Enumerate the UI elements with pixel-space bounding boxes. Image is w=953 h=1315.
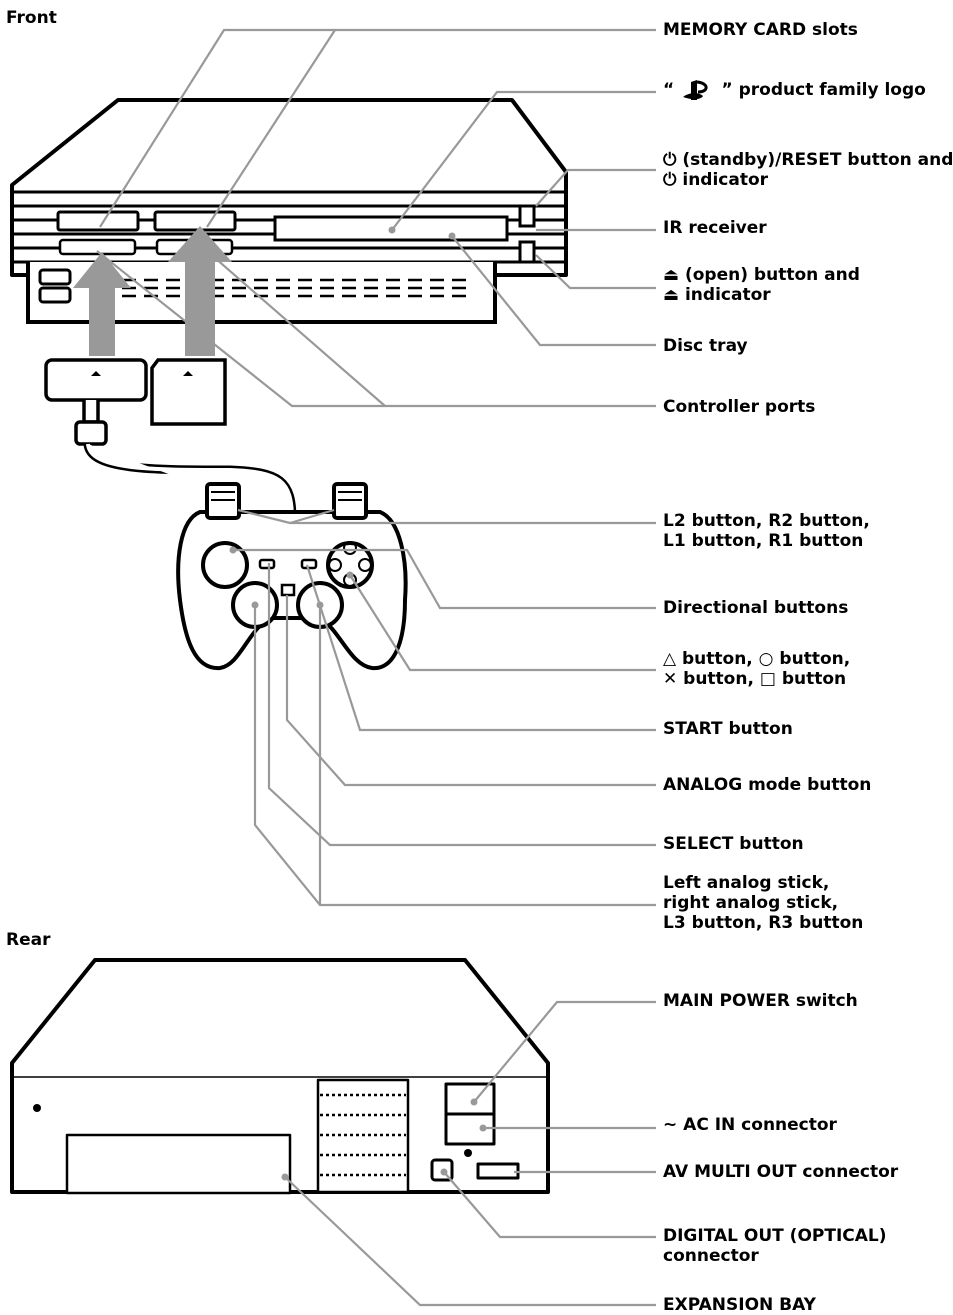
leader-lines (96, 28, 656, 1307)
label-logo: “ ” product family logo (663, 80, 926, 100)
section-rear-label: Rear (6, 930, 51, 950)
label-ac-in-connector: ~ AC IN connector (663, 1115, 837, 1135)
label-disc-tray: Disc tray (663, 336, 748, 356)
console-rear (10, 958, 550, 1195)
controller (176, 482, 408, 671)
rear-vents (320, 1093, 406, 1177)
label-analog-mode-button: ANALOG mode button (663, 775, 872, 795)
label-open-button: ⏏ (open) button and ⏏ indicator (663, 265, 860, 305)
label-analog-sticks: Left analog stick, right analog stick, L… (663, 873, 864, 933)
label-av-multi-out: AV MULTI OUT connector (663, 1162, 899, 1182)
label-shape-buttons: △ button, ○ button, ✕ button, □ button (663, 649, 851, 689)
label-select-button: SELECT button (663, 834, 804, 854)
label-ir-receiver: IR receiver (663, 218, 767, 238)
playstation-logo-icon (683, 80, 708, 100)
label-standby-reset: ⏻ (standby)/RESET button and ⏻ indicator (663, 150, 953, 190)
leader-endpoints (229, 226, 487, 1181)
memory-card (91, 358, 227, 426)
front-vents (100, 278, 470, 298)
label-main-power-switch: MAIN POWER switch (663, 991, 858, 1011)
label-start-button: START button (663, 719, 793, 739)
rear-dot (464, 1149, 472, 1157)
section-front-label: Front (6, 8, 57, 28)
label-digital-out: DIGITAL OUT (OPTICAL) connector (663, 1226, 887, 1266)
label-directional-buttons: Directional buttons (663, 598, 849, 618)
memory-card-slots (56, 210, 237, 232)
rear-screw (33, 1104, 41, 1112)
label-expansion-bay: EXPANSION BAY (663, 1295, 816, 1315)
label-shoulder-buttons: L2 button, R2 button, L1 button, R1 butt… (663, 511, 870, 551)
front-buttons (518, 204, 536, 264)
label-memory-card-slots: MEMORY CARD slots (663, 20, 858, 40)
label-controller-ports: Controller ports (663, 397, 816, 417)
